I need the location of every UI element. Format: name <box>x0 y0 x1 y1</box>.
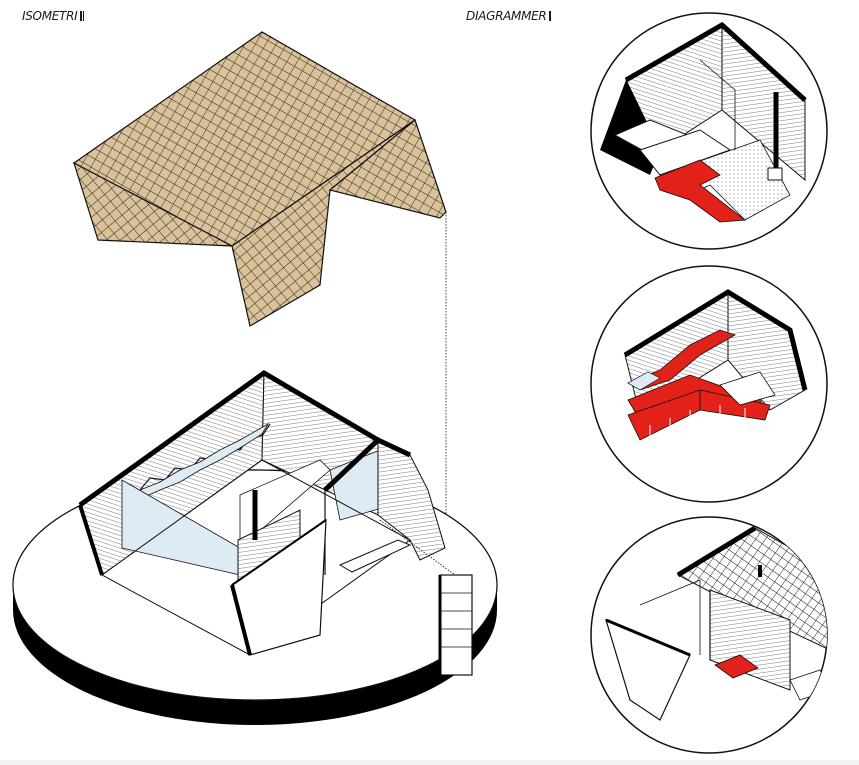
diagram-circle-1 <box>590 12 828 250</box>
label-bar-marker <box>83 11 85 21</box>
label-bar-marker <box>80 11 83 21</box>
diagram-circle-3 <box>590 516 828 754</box>
label-bar-marker <box>549 11 552 21</box>
roof-exploded <box>72 31 447 540</box>
cabin-isometric <box>78 370 473 676</box>
bottom-rule <box>0 760 859 765</box>
isometri-label: ISOMETRI <box>22 9 85 23</box>
diagrammer-label: DIAGRAMMER <box>466 9 552 23</box>
isometri-label-text: ISOMETRI <box>22 9 78 23</box>
diagram-circle-2 <box>590 265 828 503</box>
diagrammer-label-text: DIAGRAMMER <box>466 9 547 23</box>
